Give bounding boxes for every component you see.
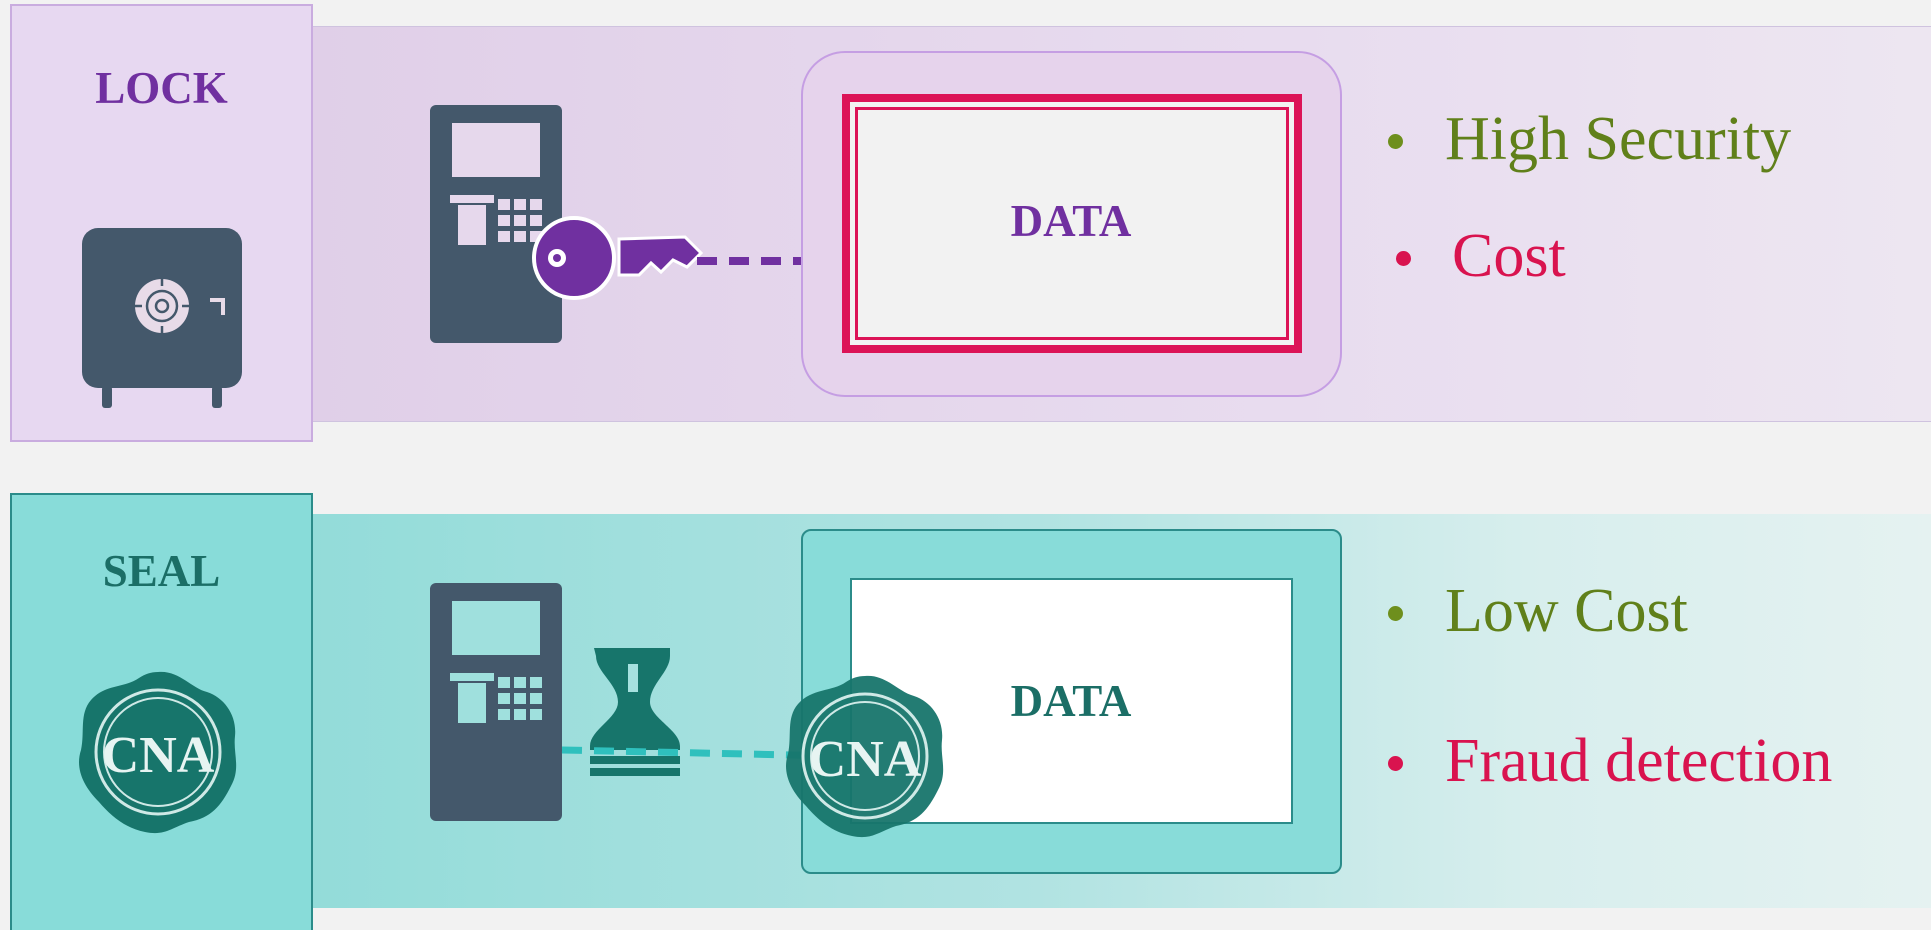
lock-data-box <box>842 94 1302 353</box>
lock-data-label: DATA <box>1010 196 1132 246</box>
atm-terminal-icon <box>430 105 562 343</box>
bullet-low-cost: Low Cost <box>1388 576 1688 647</box>
seal-text: CNA <box>809 731 922 788</box>
bullet-cost: Cost <box>1396 221 1566 292</box>
seal-title: SEAL <box>102 546 221 596</box>
seal-data-label: DATA <box>1010 676 1132 726</box>
atm-terminal-icon <box>430 583 562 821</box>
key-icon <box>532 216 704 300</box>
wax-seal-icon: CNA <box>786 675 944 838</box>
lock-title: LOCK <box>95 63 228 113</box>
wax-seal-icon: CNA <box>79 671 237 834</box>
seal-text: CNA <box>102 727 215 784</box>
bullet-high-security: High Security <box>1388 104 1791 175</box>
bullet-fraud-detection: Fraud detection <box>1388 726 1832 797</box>
stamp-icon <box>590 648 680 776</box>
safe-icon <box>82 228 242 408</box>
